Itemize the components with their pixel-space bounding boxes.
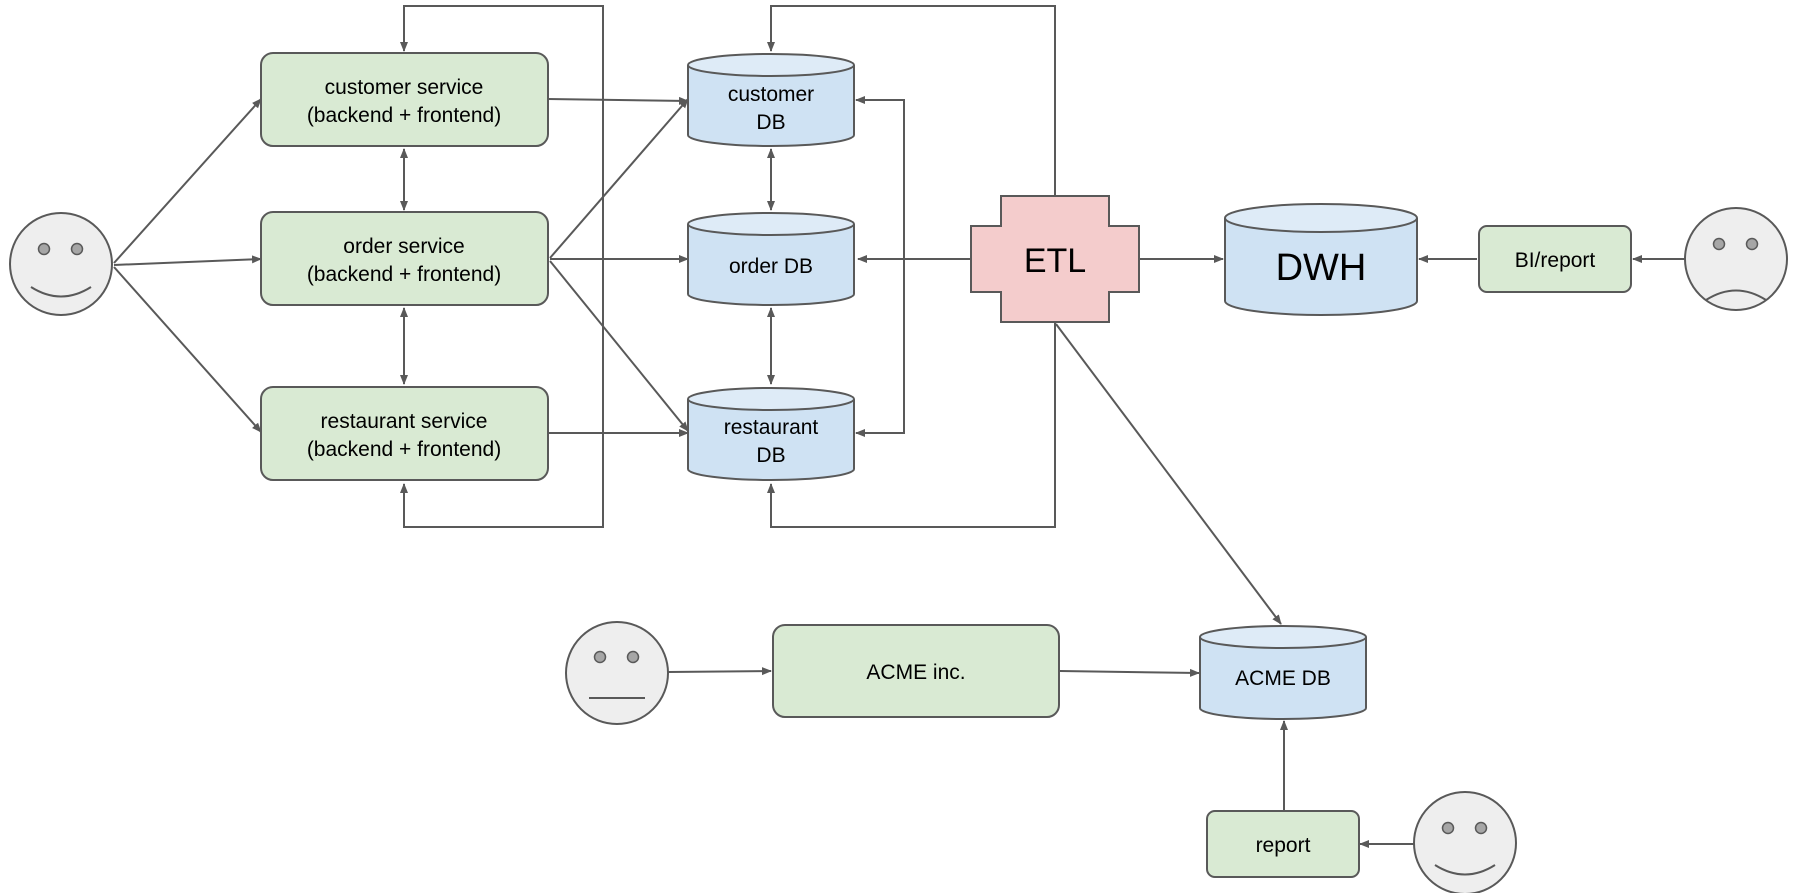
restaurant-service-box: restaurant service (backend + frontend) (260, 386, 549, 481)
restaurant-db-label-line2: DB (756, 444, 785, 467)
arrow-customer-service-to-customer-db (547, 96, 689, 105)
arrow-order-service-to-restaurant-db (549, 260, 689, 432)
acme-db-cylinder: ACME DB (1199, 625, 1367, 720)
order-service-title: order service (343, 235, 464, 258)
arrow-user-to-customer-service (113, 98, 262, 264)
etl-to-restaurant-db (767, 322, 1056, 528)
arrow-user-to-restaurant-service (113, 266, 262, 433)
order-service-box: order service (backend + frontend) (260, 211, 549, 306)
report-box: report (1206, 810, 1360, 878)
etl-to-customer-db (767, 5, 1056, 196)
neutral-face-icon (565, 621, 669, 725)
loop-restaurant-to-customer-service (400, 5, 604, 528)
arrow-etl-to-acme-db (1055, 323, 1282, 625)
order-db-cylinder: order DB (687, 212, 855, 306)
arrow-order-service-to-customer-db (549, 98, 689, 259)
acme-inc-label: ACME inc. (866, 661, 965, 684)
arrow-acme-inc-to-acme-db (1059, 668, 1200, 677)
bi-report-label: BI/report (1515, 249, 1596, 272)
connectors (113, 5, 1686, 848)
order-db-label: order DB (729, 255, 813, 278)
dwh-cylinder: DWH (1224, 203, 1418, 316)
restaurant-service-title: restaurant service (321, 410, 488, 433)
acme-inc-box: ACME inc. (772, 624, 1060, 718)
acme-db-label: ACME DB (1235, 667, 1331, 690)
dwh-label: DWH (1276, 247, 1367, 289)
happy-face-icon (1413, 791, 1517, 893)
restaurant-db-label-line1: restaurant (724, 416, 819, 439)
customer-service-subtitle: (backend + frontend) (307, 104, 501, 127)
arrow-acme-user-to-acme-inc (667, 667, 772, 676)
sad-face-icon (1684, 207, 1788, 311)
order-service-subtitle: (backend + frontend) (307, 263, 501, 286)
customer-db-label-line2: DB (756, 111, 785, 134)
bi-report-box: BI/report (1478, 225, 1632, 293)
customer-db-cylinder: customer DB (687, 53, 855, 147)
restaurant-db-cylinder: restaurant DB (687, 387, 855, 481)
restaurant-service-subtitle: (backend + frontend) (307, 438, 501, 461)
report-label: report (1256, 834, 1311, 857)
customer-service-title: customer service (325, 76, 484, 99)
customer-service-box: customer service (backend + frontend) (260, 52, 549, 147)
bracket-restaurant-db-to-customer-db (855, 96, 905, 437)
happy-face-icon (9, 212, 113, 316)
customer-db-label-line1: customer (728, 83, 814, 106)
arrow-user-to-order-service (113, 255, 262, 266)
etl-shape: ETL (970, 195, 1140, 323)
etl-label: ETL (1024, 242, 1086, 280)
